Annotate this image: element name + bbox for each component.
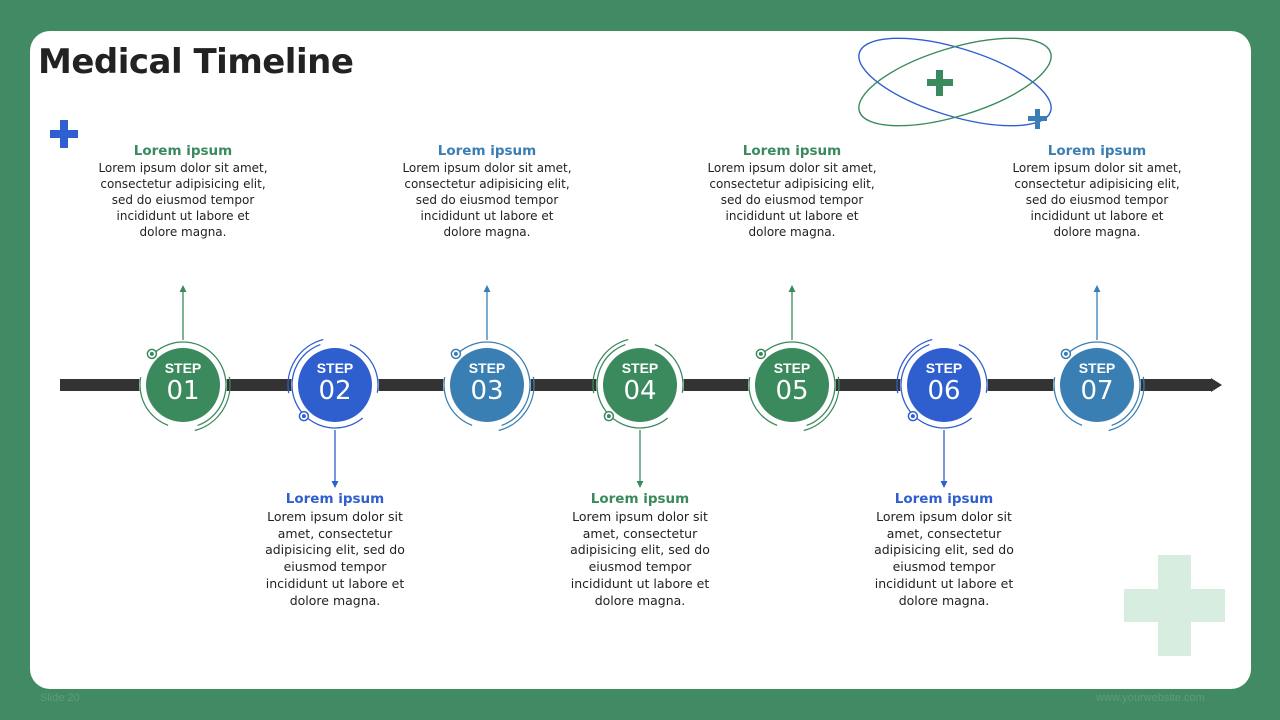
step-ring-arc	[439, 337, 535, 433]
step-heading: Lorem ipsum	[1047, 143, 1147, 159]
arrow-down-icon	[940, 481, 948, 488]
step-body: Lorem ipsum dolor sit amet, consectetur …	[98, 161, 268, 239]
step-ring-arc	[287, 337, 383, 433]
medical-cross-watermark-icon	[1124, 555, 1225, 656]
step-number: 02	[318, 376, 352, 406]
step-number: 04	[623, 376, 657, 406]
website-url: www.yourwebsite.com	[1096, 692, 1205, 704]
step-dot-core	[1063, 351, 1068, 356]
step-label: STEP	[316, 360, 354, 376]
step-ring-arc	[896, 337, 992, 433]
step-label: STEP	[164, 360, 202, 376]
step-dot-core	[301, 414, 306, 419]
step-ring-arc	[135, 337, 231, 433]
step-number: 07	[1080, 376, 1114, 406]
step-body: Lorem ipsum dolor sit amet, consectetur …	[874, 508, 1014, 608]
step-dot-core	[606, 414, 611, 419]
orbit-logo-icon	[858, 37, 1052, 129]
step-heading: Lorem ipsum	[742, 143, 842, 159]
step-ring-arc	[1049, 337, 1145, 433]
arrow-up-icon	[1093, 285, 1101, 292]
step-dot-core	[758, 351, 763, 356]
step-dot-core	[149, 351, 154, 356]
medical-cross-icon	[50, 120, 78, 148]
arrow-up-icon	[483, 285, 491, 292]
step-label: STEP	[1078, 360, 1116, 376]
step-number: 05	[775, 376, 809, 406]
step-body: Lorem ipsum dolor sit amet, consectetur …	[265, 508, 405, 608]
step-label: STEP	[468, 360, 506, 376]
step-ring-arc	[744, 337, 840, 433]
step-heading: Lorem ipsum	[133, 143, 233, 159]
step-body: Lorem ipsum dolor sit amet, consectetur …	[707, 161, 877, 239]
timeline-arrowhead	[1211, 378, 1222, 392]
arrow-up-icon	[788, 285, 796, 292]
step-heading: Lorem ipsum	[285, 491, 385, 507]
step-body: Lorem ipsum dolor sit amet, consectetur …	[402, 161, 572, 239]
slide-number: Slide 20	[40, 692, 80, 704]
step-heading: Lorem ipsum	[437, 143, 537, 159]
step-heading: Lorem ipsum	[894, 491, 994, 507]
step-dot-core	[453, 351, 458, 356]
step-dot-core	[910, 414, 915, 419]
step-number: 06	[927, 376, 961, 406]
step-label: STEP	[773, 360, 811, 376]
arrow-up-icon	[179, 285, 187, 292]
step-ring-arc	[592, 337, 688, 433]
step-label: STEP	[925, 360, 963, 376]
step-label: STEP	[621, 360, 659, 376]
step-number: 03	[470, 376, 504, 406]
step-body: Lorem ipsum dolor sit amet, consectetur …	[570, 508, 710, 608]
step-heading: Lorem ipsum	[590, 491, 690, 507]
arrow-down-icon	[331, 481, 339, 488]
step-number: 01	[166, 376, 200, 406]
step-body: Lorem ipsum dolor sit amet, consectetur …	[1012, 161, 1182, 239]
page-title: Medical Timeline	[38, 42, 354, 82]
arrow-down-icon	[636, 481, 644, 488]
